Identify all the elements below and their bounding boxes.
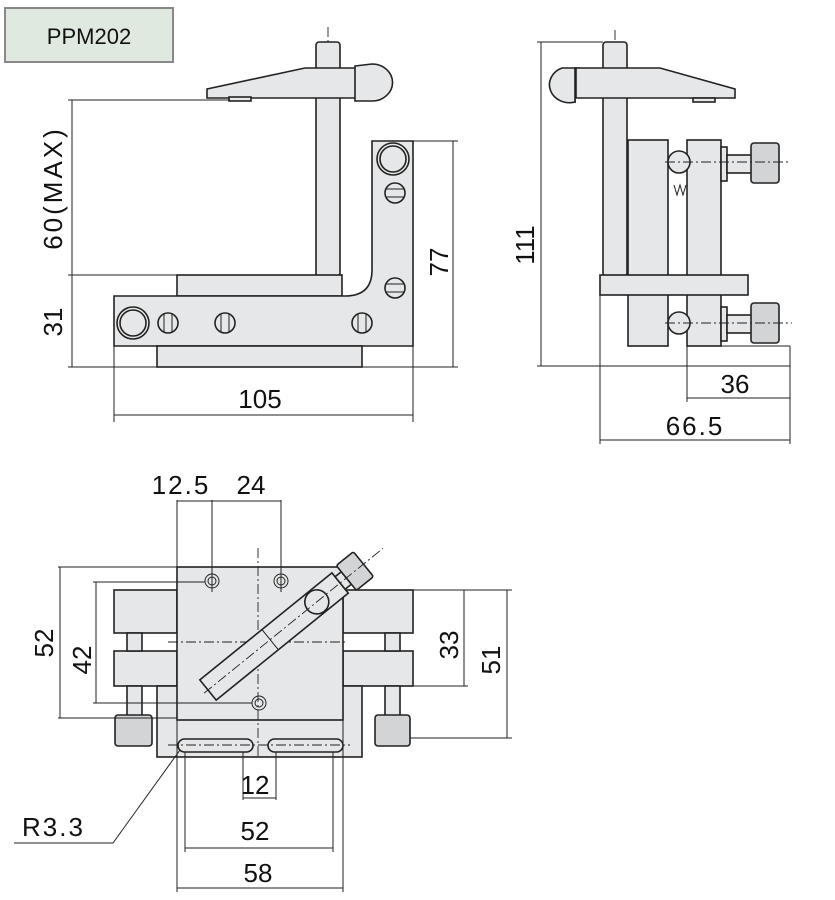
top-view: 12.5 24 52 42 33 51 12 52 58 R3.3 [14,470,512,892]
upper-plate [176,274,343,297]
dim-66-5: 66.5 [666,411,725,441]
dim-33: 33 [434,631,464,660]
dim-52-horizontal: 52 [241,816,270,846]
dim-58: 58 [244,858,273,888]
clamp-knob [354,63,394,102]
dim-105: 105 [238,384,281,414]
dim-12: 12 [241,770,270,800]
dim-31: 31 [38,308,68,337]
clamp-arm [206,67,365,99]
screw-icons [157,182,406,334]
dim-24: 24 [237,470,266,500]
dim-12-5: 12.5 [152,470,211,500]
front-view: 60(MAX) 31 77 105 [38,27,458,422]
dim-42: 42 [67,646,97,675]
dim-r3-3: R3.3 [22,812,85,842]
dim-60-max: 60(MAX) [38,126,68,250]
dim-111: 111 [510,225,540,265]
dim-51: 51 [476,646,506,675]
dim-77: 77 [424,248,454,277]
dim-52-vertical: 52 [29,629,59,658]
model-label: PPM202 [47,24,131,49]
side-view: 111 36 66.5 [510,30,792,444]
model-label-box: PPM202 [4,7,174,63]
bottom-plate [156,345,363,368]
dim-36: 36 [721,369,750,399]
